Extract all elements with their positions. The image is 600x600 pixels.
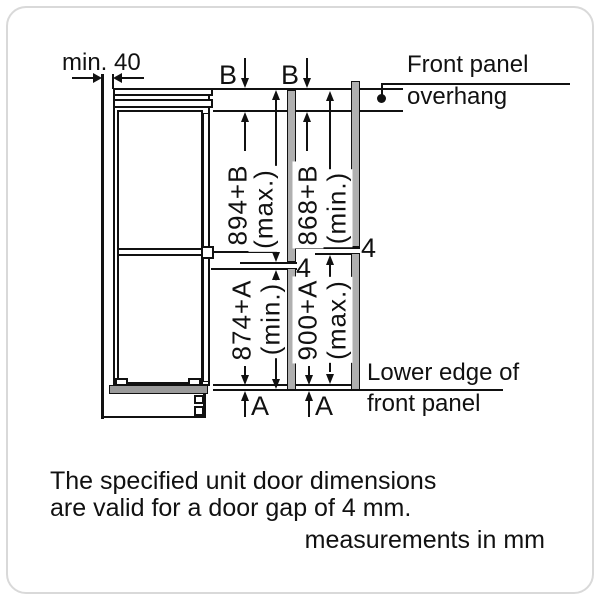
- b1-down-arrow-shaft: [244, 58, 246, 79]
- arrow-up-icon: [326, 255, 334, 265]
- b2-down-arrow-shaft: [306, 58, 308, 79]
- footer-note-line2: are valid for a door gap of 4 mm.: [50, 494, 412, 522]
- dim-lower-mid-value: 900+A: [292, 276, 324, 364]
- left-gap-bottom-line: [211, 268, 297, 270]
- appliance-door: [117, 110, 203, 384]
- leader-stub-line: [381, 84, 383, 98]
- a-dimension-label-2: A: [315, 391, 334, 421]
- units-note: measurements in mm: [304, 526, 545, 554]
- dim-lower-left-qualifier: (min.): [255, 279, 287, 359]
- a2-up-arrow-shaft: [308, 400, 310, 417]
- arrow-down-icon: [272, 252, 280, 262]
- arrow-up-icon: [272, 90, 280, 100]
- arrow-down-icon: [305, 375, 313, 385]
- arrow-down-icon: [303, 78, 311, 88]
- b-dimension-label-1: B: [219, 60, 238, 90]
- leader-dot-icon: [377, 94, 386, 103]
- min-gap-label: min. 40: [62, 49, 141, 76]
- min-gap-arrow-left-shaft: [72, 77, 94, 79]
- dim-lower-mid-qualifier: (max.): [321, 277, 353, 363]
- cabinet-bottom-notch-1: [194, 395, 204, 404]
- panel-lower-edge-line: [213, 389, 503, 391]
- a1-down-arrow-shaft: [244, 366, 246, 377]
- appliance-split-extension-line: [213, 251, 275, 253]
- arrow-up-icon: [241, 391, 249, 401]
- dim-upper-mid-qualifier: (min.): [321, 168, 353, 248]
- arrow-up-icon: [305, 391, 313, 401]
- min-gap-arrow-right-shaft: [122, 77, 144, 79]
- lower-edge-note-line1: Lower edge of: [367, 359, 520, 386]
- b2-up-arrow-shaft: [306, 121, 308, 151]
- a1-up-arrow-shaft: [244, 400, 246, 417]
- lower-edge-note-line2: front panel: [367, 390, 481, 417]
- arrow-up-icon: [272, 270, 280, 280]
- b1-up-arrow-shaft: [244, 121, 246, 151]
- mid-gap-top-line: [296, 247, 360, 249]
- image-corner-frame: [6, 6, 594, 594]
- door-gap-label-right: 4: [361, 233, 377, 263]
- arrow-up-icon: [326, 91, 334, 101]
- cabinet-bottom-notch-2: [194, 406, 204, 416]
- a2-down-arrow-shaft: [308, 366, 310, 377]
- appliance-door-split-upper: [118, 248, 202, 250]
- dim-upper-mid-value: 868+B: [292, 161, 324, 249]
- arrow-down-icon: [241, 375, 249, 385]
- cabinet-bottom-right-line: [203, 392, 206, 418]
- left-gap-top-line: [240, 262, 297, 264]
- arrow-up-icon: [303, 112, 311, 122]
- dim-upper-left-qualifier: (max.): [248, 166, 280, 252]
- cabinet-bottom-line: [101, 416, 206, 418]
- footer-note-line1: The specified unit door dimensions: [50, 467, 437, 495]
- arrow-up-icon: [241, 112, 249, 122]
- appliance-door-split-lower: [118, 254, 202, 256]
- appliance-plinth: [109, 385, 208, 394]
- mid-gap-bottom-line: [315, 253, 360, 255]
- door-top-edge-line: [213, 88, 403, 90]
- cabinet-side-wall: [101, 74, 104, 419]
- dim-lower-left-value: 874+A: [226, 276, 258, 364]
- arrow-down-icon: [272, 379, 280, 389]
- appliance-top-rail-1: [113, 88, 213, 96]
- b-dimension-label-2: B: [281, 60, 300, 90]
- arrow-down-icon: [326, 374, 334, 384]
- door-gap-label-left: 4: [296, 253, 312, 283]
- a-dimension-label-1: A: [251, 391, 270, 421]
- leader-underline: [381, 83, 570, 85]
- arrow-down-icon: [241, 78, 249, 88]
- appliance-top-rail-2: [113, 99, 213, 108]
- arrow-left-icon: [113, 73, 122, 83]
- front-panel-note-line2: overhang: [407, 83, 508, 110]
- niche-bottom-line: [213, 384, 351, 386]
- arrow-right-icon: [93, 73, 102, 83]
- niche-top-line: [213, 110, 403, 112]
- front-panel-right-upper: [351, 81, 360, 247]
- front-panel-note-line1: Front panel: [407, 51, 529, 78]
